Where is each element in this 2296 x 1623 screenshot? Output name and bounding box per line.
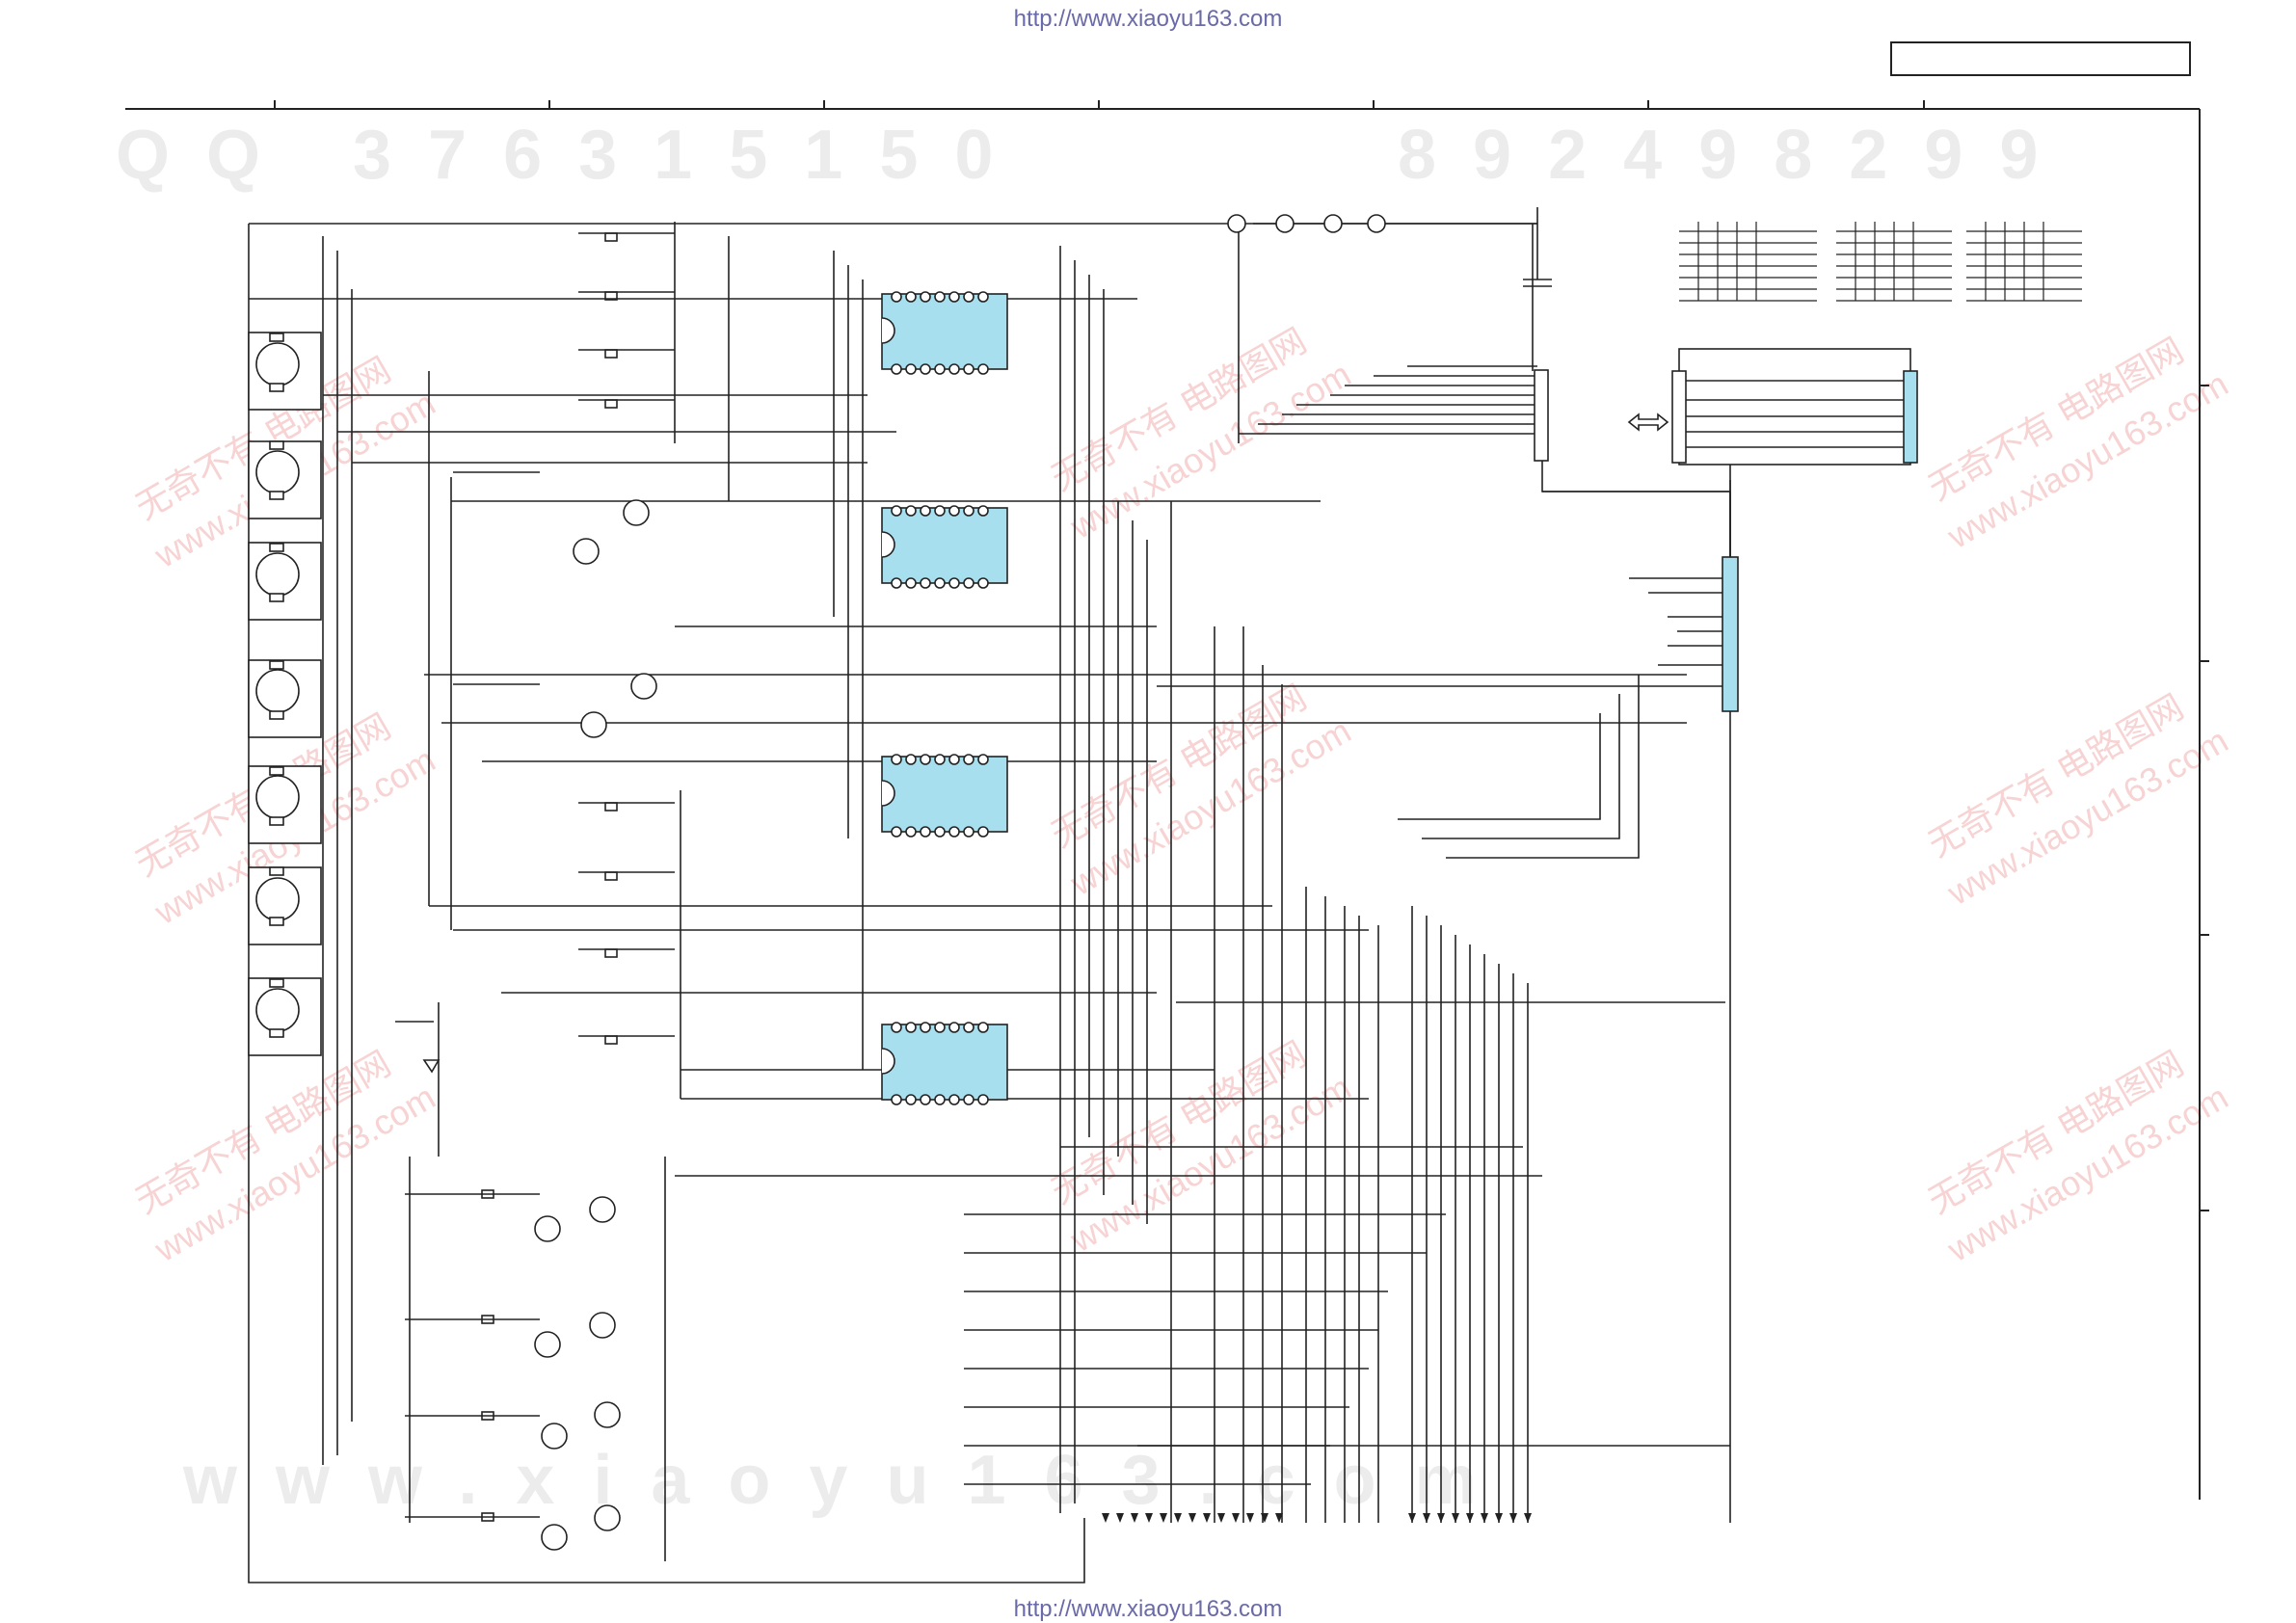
table-2 [1836,222,1952,302]
transistors [534,499,657,1551]
passive-components [395,232,675,1561]
side-connector [1542,480,1739,712]
watermark-layer: QQ 376315150 892498299 www.xiaoyu163.com… [116,117,2234,1519]
wiring [248,222,1731,1583]
bottom-arrows [1102,1513,1532,1523]
din-jack-3 [248,542,322,621]
connector-block [1627,348,1918,466]
title-box [1890,41,2191,76]
din-jack-5 [248,765,322,844]
din-jacks [248,332,322,1056]
watermark-qq: QQ 376315150 [116,117,1029,194]
ic-4 [881,1022,1008,1105]
din-jack-6 [248,866,322,945]
watermark-site: www.xiaoyu163.com [182,1442,1515,1519]
table-1 [1679,222,1817,302]
reference-tables [1679,222,2082,302]
footer-url[interactable]: http://www.xiaoyu163.com [1013,1596,1283,1622]
din-jack-4 [248,659,322,738]
integrated-circuits [881,291,1008,1105]
table-3 [1966,222,2082,302]
watermark-phone: 892498299 [1398,117,2074,194]
header-url[interactable]: http://www.xiaoyu163.com [1013,6,1283,32]
ic-1 [881,291,1008,375]
din-jack-2 [248,440,322,519]
ic-3 [881,754,1008,838]
din-jack-7 [248,977,322,1056]
din-jack-1 [248,332,322,411]
sheet-frame [125,41,2209,1500]
ic-2 [881,505,1008,589]
led-section [1227,207,1552,462]
